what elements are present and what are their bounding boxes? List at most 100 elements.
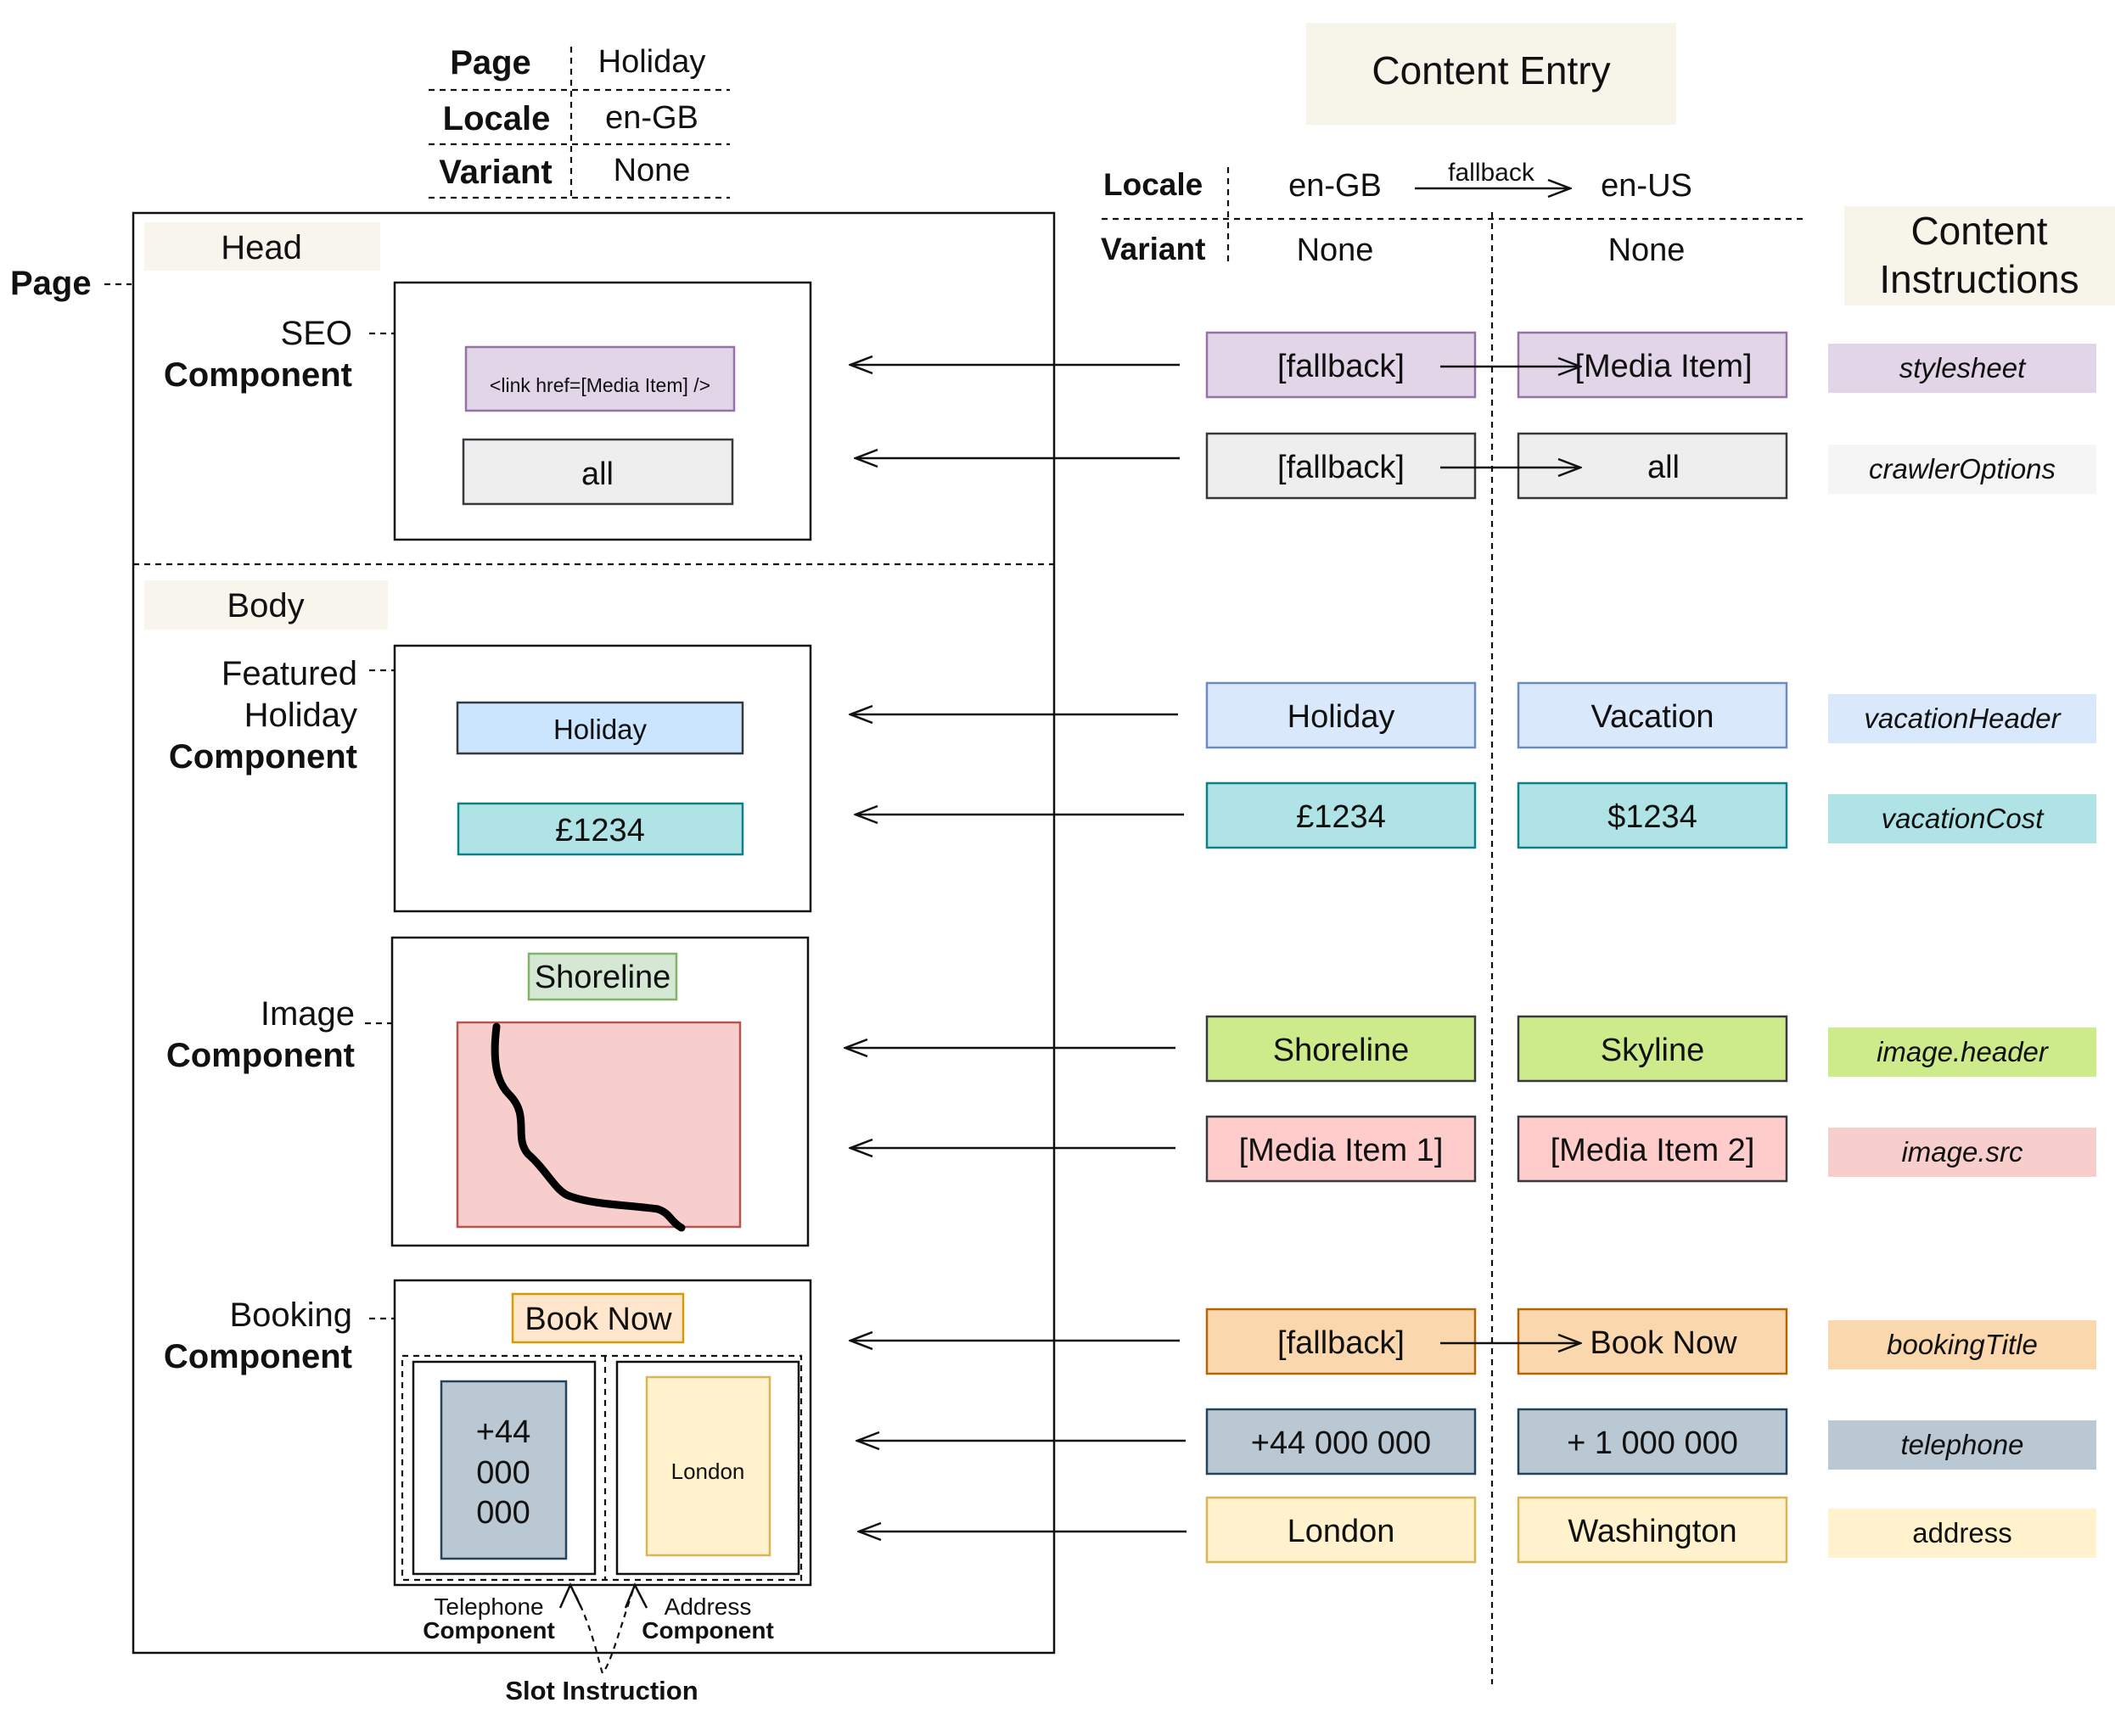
- slot-instruction-label: Slot Instruction: [505, 1676, 698, 1705]
- meta-key-locale: Locale: [443, 100, 551, 137]
- ce-left-box: [1205, 1496, 1477, 1564]
- booking-component-box: [393, 1279, 812, 1587]
- address-component-box: [615, 1360, 800, 1576]
- seo-label-line1: SEO: [281, 315, 352, 352]
- image-label-line2: Component: [166, 1037, 355, 1074]
- booking-title-text: Book Now: [525, 1302, 672, 1337]
- booking-title-box: [511, 1292, 685, 1344]
- ce-fallback-label: fallback: [1448, 159, 1535, 187]
- ce-left-value: Holiday: [1288, 699, 1395, 735]
- ci-label: vacationCost: [1882, 803, 2045, 834]
- image-header-box: [527, 952, 678, 1001]
- telephone-line-1: +44: [476, 1414, 530, 1450]
- ci-label: image.header: [1877, 1036, 2050, 1067]
- address-value-text: London: [671, 1459, 745, 1484]
- ce-right-value: $1234: [1607, 799, 1697, 835]
- telephone-component-box: [412, 1360, 597, 1576]
- slot-instruction-curve: [569, 1584, 637, 1676]
- ce-left-value: [Media Item 1]: [1239, 1133, 1444, 1168]
- ce-left-box: [1205, 331, 1477, 399]
- image-header-text: Shoreline: [535, 960, 671, 995]
- slot-frame-outer: [401, 1354, 803, 1582]
- ce-right-box: [1517, 1408, 1788, 1476]
- ce-right-value: [Media Item 2]: [1551, 1133, 1755, 1168]
- booking-label-line1: Booking: [229, 1296, 352, 1334]
- ce-right-box: [1517, 681, 1788, 749]
- coastline-sketch: [491, 1022, 686, 1232]
- ce-locale-label: Locale: [1103, 167, 1203, 202]
- ce-right-value: [Media Item]: [1574, 349, 1752, 384]
- address-value-box: [645, 1375, 771, 1557]
- ci-label: telephone: [1901, 1429, 2024, 1460]
- ce-right-box: [1517, 1115, 1788, 1183]
- address-label-line1: Address: [665, 1593, 752, 1620]
- meta-table: Page Holiday Locale en-GB Variant None: [429, 44, 730, 199]
- ce-right-box: [1517, 1496, 1788, 1564]
- featured-label-line1: Featured: [222, 655, 357, 692]
- ci-box: [1828, 1420, 2096, 1470]
- ce-left-box: [1205, 781, 1477, 849]
- ci-box: [1828, 1320, 2096, 1369]
- telephone-label-line1: Telephone: [434, 1593, 543, 1620]
- ci-label: vacationHeader: [1864, 703, 2062, 734]
- content-entry-rows: [fallback][Media Item]stylesheet[fallbac…: [845, 331, 2096, 1564]
- ce-right-value: Washington: [1568, 1514, 1736, 1549]
- ce-variant-left: None: [1297, 232, 1374, 268]
- ce-right-box: [1517, 781, 1788, 849]
- content-entry-title-bg: [1306, 23, 1676, 125]
- featured-holiday-box: [456, 701, 744, 755]
- image-component-box: [390, 936, 810, 1247]
- ce-left-box: [1205, 1308, 1477, 1375]
- ci-label: stylesheet: [1899, 352, 2027, 384]
- ce-variant-label: Variant: [1101, 232, 1205, 266]
- telephone-value-box: [440, 1380, 568, 1560]
- meta-value-locale: en-GB: [605, 100, 698, 136]
- ce-right-box: [1517, 1015, 1788, 1083]
- ce-right-value: all: [1647, 450, 1680, 485]
- ce-right-value: Book Now: [1590, 1325, 1737, 1361]
- ce-left-value: [fallback]: [1277, 349, 1405, 384]
- ci-box: [1828, 1028, 2096, 1077]
- address-label-line2: Component: [642, 1617, 774, 1644]
- ci-box: [1828, 1128, 2096, 1177]
- ci-box: [1828, 794, 2096, 843]
- featured-label-line2: Holiday: [244, 697, 357, 734]
- meta-value-page: Holiday: [598, 44, 706, 80]
- slot-arrowhead-right: [624, 1582, 648, 1609]
- content-instructions-title-line1: Content: [1910, 209, 2047, 253]
- ci-box: [1828, 344, 2096, 393]
- ce-locale-left: en-GB: [1288, 168, 1382, 204]
- ce-left-box: [1205, 1115, 1477, 1183]
- ce-right-value: Vacation: [1590, 699, 1714, 735]
- telephone-line-2: 000: [476, 1455, 530, 1491]
- featured-component-box: [393, 644, 812, 913]
- seo-link-box: [464, 345, 736, 412]
- ci-label: bookingTitle: [1887, 1329, 2038, 1360]
- ce-right-value: + 1 000 000: [1567, 1425, 1738, 1461]
- slot-arrowhead-left: [558, 1582, 583, 1609]
- ce-left-value: Shoreline: [1273, 1033, 1410, 1068]
- ce-left-box: [1205, 1408, 1477, 1476]
- ci-box: [1828, 445, 2096, 494]
- meta-key-page: Page: [450, 44, 531, 81]
- seo-crawler-box: [462, 438, 734, 506]
- ce-left-value: +44 000 000: [1251, 1425, 1431, 1461]
- seo-component-box: [393, 281, 812, 541]
- head-section-bg: [144, 222, 380, 271]
- body-section-label: Body: [227, 587, 304, 624]
- ce-left-box: [1205, 1015, 1477, 1083]
- telephone-line-3: 000: [476, 1495, 530, 1531]
- meta-value-variant: None: [614, 153, 691, 188]
- head-section-label: Head: [221, 229, 302, 266]
- ce-left-box: [1205, 432, 1477, 500]
- content-entry-title: Content Entry: [1372, 48, 1610, 92]
- image-label-line1: Image: [261, 995, 355, 1033]
- ce-left-value: £1234: [1296, 799, 1386, 835]
- meta-key-variant: Variant: [439, 154, 552, 191]
- featured-cost-text: £1234: [555, 813, 645, 848]
- booking-label-line2: Component: [164, 1338, 352, 1375]
- ci-box: [1828, 1509, 2096, 1558]
- page-label: Page: [10, 265, 92, 302]
- ci-box: [1828, 694, 2096, 743]
- content-instructions-title-line2: Instructions: [1879, 257, 2079, 301]
